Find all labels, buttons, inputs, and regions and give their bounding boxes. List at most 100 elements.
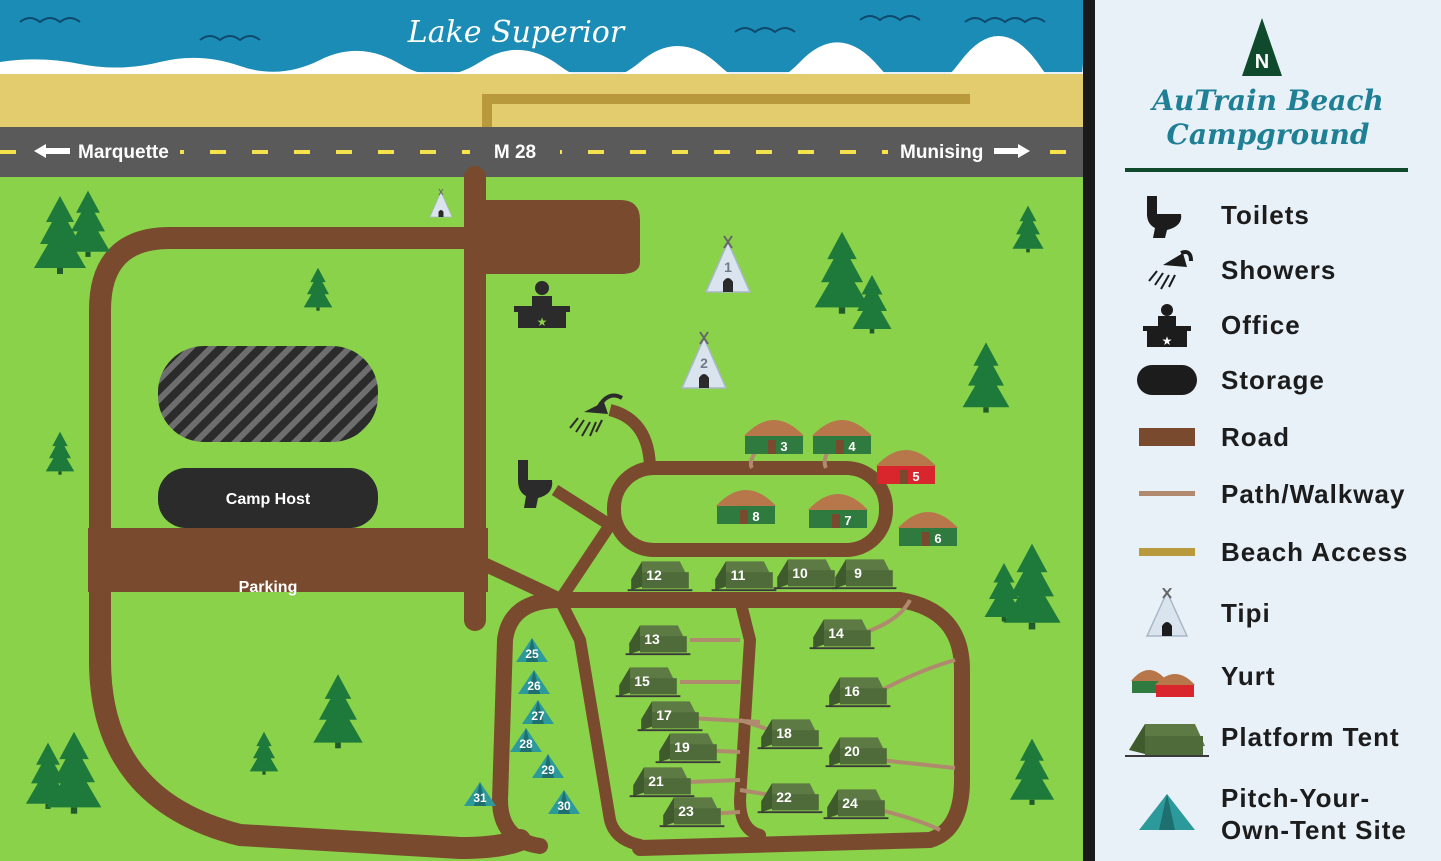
storage-icon (1137, 365, 1197, 395)
office-icon: ★ (1143, 304, 1191, 348)
pitch-tent-icon (1139, 794, 1195, 830)
toilet-icon[interactable] (518, 460, 553, 508)
pitch-site-number-30: 30 (557, 799, 571, 813)
platform-tent-number-17: 17 (656, 707, 672, 723)
path-swatch-icon (1139, 491, 1195, 496)
legend-pitch-site: Pitch-Your- Own-Tent Site (1095, 783, 1441, 845)
yurt-number-3: 3 (780, 439, 787, 454)
map-legend: N AuTrain Beach Campground Toilets Showe… (1095, 0, 1441, 861)
pitch-site-number-28: 28 (519, 737, 533, 751)
tipi-number-1: 1 (724, 259, 732, 275)
legend-yurt: Yurt (1095, 651, 1441, 701)
platform-tent-icon (1125, 724, 1209, 757)
campground-title: AuTrain Beach Campground (1095, 84, 1441, 152)
legend-office: ★ Office (1095, 300, 1441, 350)
tipi-icon (1145, 588, 1189, 637)
platform-tent-number-24: 24 (842, 795, 858, 811)
yurt-site-4[interactable] (812, 420, 872, 454)
platform-tent-number-9: 9 (854, 565, 862, 581)
yurt-site-5[interactable] (876, 450, 936, 484)
yurt-site-6[interactable] (898, 512, 958, 546)
pitch-site-number-25: 25 (525, 647, 539, 661)
legend-label-storage: Storage (1221, 365, 1325, 395)
yurt-number-7: 7 (844, 513, 851, 528)
pitch-site-number-26: 26 (527, 679, 541, 693)
arrow-right-icon (994, 144, 1030, 158)
pitch-site-number-31: 31 (473, 791, 487, 805)
beach-access-swatch-icon (1139, 548, 1195, 556)
yurt-number-6: 6 (934, 531, 941, 546)
legend-platform-tent: Platform Tent (1095, 712, 1441, 762)
road-swatch-icon (1139, 428, 1195, 446)
pitch-site-number-27: 27 (531, 709, 545, 723)
shower-icon (1148, 250, 1193, 290)
legend-divider (1083, 0, 1095, 861)
platform-tent-number-11: 11 (731, 567, 746, 583)
legend-label-pitch-site: Pitch-Your- Own-Tent Site (1221, 782, 1407, 846)
svg-text:★: ★ (1162, 334, 1173, 348)
munising-label: Munising (900, 142, 983, 163)
road-network[interactable] (89, 166, 970, 859)
platform-tent-number-23: 23 (678, 803, 694, 819)
platform-tent-number-21: 21 (648, 773, 664, 789)
legend-showers: Showers (1095, 245, 1441, 295)
marquette-label: Marquette (78, 142, 169, 163)
yurt-number-5: 5 (912, 469, 919, 484)
legend-toilets: Toilets (1095, 190, 1441, 240)
legend-label-showers: Showers (1221, 255, 1337, 285)
legend-label-platform-tent: Platform Tent (1221, 722, 1400, 752)
legend-label-beach-access: Beach Access (1221, 537, 1409, 567)
storage-area (158, 346, 378, 442)
platform-tent-number-18: 18 (776, 725, 792, 741)
north-arrow-icon: N (1242, 18, 1282, 76)
platform-tent-number-16: 16 (844, 683, 860, 699)
legend-label-toilets: Toilets (1221, 200, 1310, 230)
platform-tent-site-9[interactable] (830, 558, 898, 590)
toilet-icon (1147, 196, 1182, 238)
legend-road: Road (1095, 412, 1441, 462)
platform-tent-number-13: 13 (644, 631, 660, 647)
campground-map: Lake Superior Marquette M 28 Munising (0, 0, 1083, 861)
paths[interactable] (680, 446, 956, 832)
svg-text:★: ★ (537, 315, 548, 329)
legend-label-path: Path/Walkway (1221, 479, 1406, 509)
legend-path: Path/Walkway (1095, 469, 1441, 519)
campground-title-line1: AuTrain Beach (1152, 84, 1384, 117)
legend-label-office: Office (1221, 310, 1301, 340)
parking-label: Parking (239, 579, 298, 596)
shower-icon[interactable] (569, 393, 623, 437)
title-rule (1125, 168, 1408, 172)
yurt-number-8: 8 (752, 509, 759, 524)
yurt-site-3[interactable] (744, 420, 804, 454)
yurt-site-7[interactable] (808, 494, 868, 528)
platform-tent-number-22: 22 (776, 789, 792, 805)
platform-tent-number-15: 15 (634, 673, 650, 689)
lake-label: Lake Superior (407, 15, 626, 50)
beach-access-path[interactable] (482, 94, 970, 128)
platform-tent-number-10: 10 (792, 565, 808, 581)
legend-label-pitch-line1: Pitch-Your- (1221, 783, 1371, 813)
pitch-site-number-29: 29 (541, 763, 555, 777)
yurt-icon (1131, 670, 1195, 697)
arrow-left-icon (34, 144, 70, 158)
legend-label-road: Road (1221, 422, 1290, 452)
office-icon[interactable]: ★ (514, 281, 570, 329)
svg-text:N: N (1255, 51, 1269, 73)
legend-label-tipi: Tipi (1221, 598, 1271, 628)
highway-label: M 28 (494, 142, 536, 163)
platform-tent-number-12: 12 (646, 567, 662, 583)
legend-beach-access: Beach Access (1095, 527, 1441, 577)
platform-tent-number-20: 20 (844, 743, 860, 759)
camp-host-site[interactable] (158, 468, 378, 528)
campground-title-line2: Campground (1166, 118, 1370, 151)
yurt-number-4: 4 (848, 439, 856, 454)
yurt-site-8[interactable] (716, 490, 776, 524)
camp-host-label: Camp Host (226, 491, 311, 508)
legend-label-pitch-line2: Own-Tent Site (1221, 815, 1407, 845)
legend-tipi: Tipi (1095, 588, 1441, 638)
tipi-number-2: 2 (700, 355, 708, 371)
platform-tent-number-14: 14 (828, 625, 844, 641)
legend-label-yurt: Yurt (1221, 661, 1276, 691)
